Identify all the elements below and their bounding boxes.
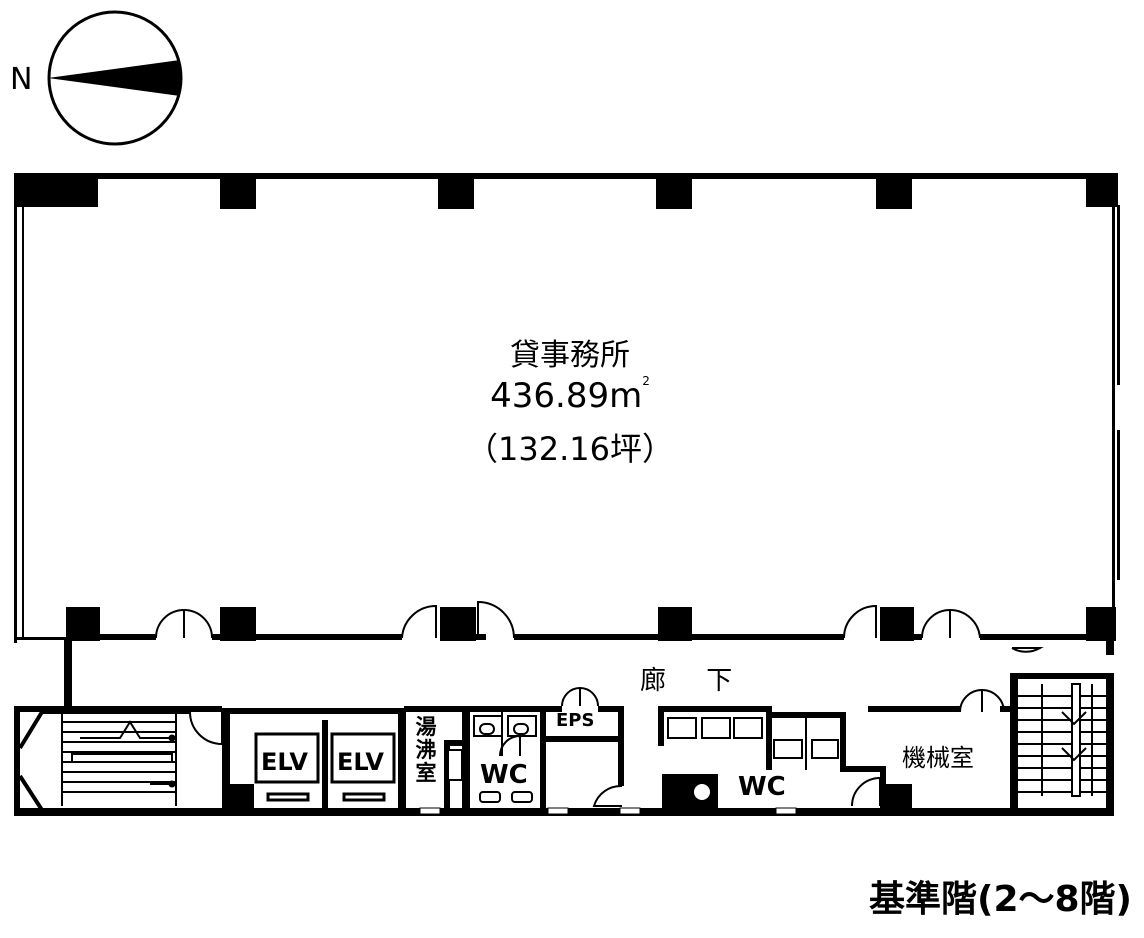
shaft-icon — [694, 784, 710, 800]
office-area: 436.89m2 — [380, 374, 760, 416]
office-area-value: 436.89 — [490, 376, 610, 416]
bottom-openings — [419, 807, 797, 815]
floor-caption: 基準階(2～8階) — [868, 879, 1132, 920]
office-area-unit-sup: 2 — [642, 374, 650, 388]
sink-icon — [447, 749, 463, 781]
north-label: N — [10, 62, 33, 97]
building-walls — [14, 173, 1120, 816]
north-arrow-icon — [48, 60, 180, 96]
doors — [155, 600, 1044, 807]
kitchenette-label-3: 室 — [415, 761, 437, 785]
toilets — [473, 712, 839, 803]
wc-2-label: WC — [738, 772, 786, 802]
office-area-unit: m — [609, 376, 643, 416]
corridor-label: 廊 下 — [640, 666, 749, 696]
elevator-1-label: ELV — [261, 748, 308, 776]
kitchenette-label-2: 沸 — [415, 738, 437, 762]
machine-room-label: 機械室 — [902, 744, 974, 772]
kitchenette-label: 湯 沸 室 — [411, 716, 441, 785]
office-area-tsubo: （132.16坪） — [466, 430, 674, 468]
left-stairs — [18, 710, 190, 812]
elevators — [254, 732, 396, 802]
eps-label: EPS — [556, 710, 595, 731]
wc-1-label: WC — [480, 760, 528, 790]
right-stairs — [1018, 683, 1106, 797]
kitchenette-label-1: 湯 — [415, 715, 437, 739]
office-name: 貸事務所 — [510, 338, 630, 373]
compass — [47, 10, 183, 146]
elevator-2-label: ELV — [337, 748, 384, 776]
